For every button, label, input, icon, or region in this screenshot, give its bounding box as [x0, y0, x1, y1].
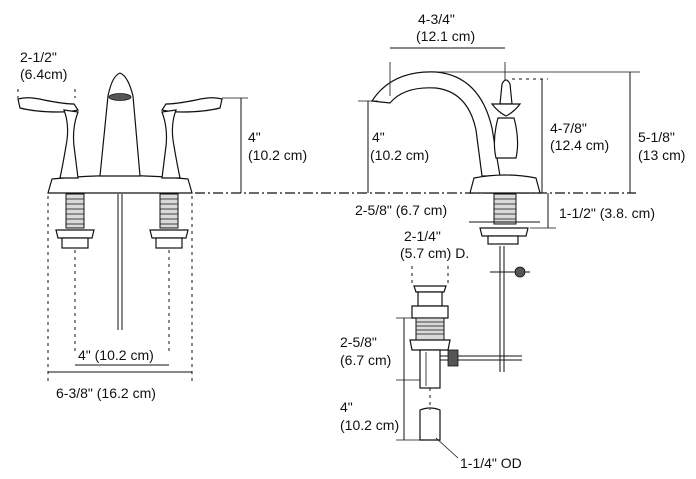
- front-left-handle: [17, 97, 79, 179]
- front-right-handle: [161, 97, 223, 179]
- front-left-shank: [55, 193, 95, 249]
- front-height-in: 4": [248, 129, 261, 145]
- shank-spacing-label: 2-5/8" (6.7 cm): [355, 202, 447, 218]
- side-view: [358, 47, 640, 459]
- handle-length-in: 2-1/2": [20, 49, 57, 65]
- handle-height-in: 4-7/8": [550, 120, 587, 136]
- front-right-shank: [149, 193, 189, 249]
- side-base: [469, 174, 541, 194]
- drain-dia-cm: (5.7 cm) D.: [400, 245, 469, 261]
- drain-dia-in: 2-1/4": [404, 228, 441, 244]
- side-handle: [490, 79, 522, 159]
- handle-length-cm: (6.4cm): [20, 66, 67, 82]
- drain-assembly: [409, 285, 451, 441]
- handle-height-cm: (12.4 cm): [550, 137, 609, 153]
- front-spout: [99, 72, 141, 177]
- spout-clearance-in: 4": [372, 129, 385, 145]
- front-aerator: [108, 93, 132, 101]
- overall-height-cm: (13 cm): [638, 147, 685, 163]
- spout-reach-in: 4-3/4": [418, 11, 455, 27]
- overall-width-label: 6-3/8" (16.2 cm): [56, 385, 156, 401]
- spout-reach-cm: (12.1 cm): [416, 28, 475, 44]
- drain-body-in: 2-5/8": [340, 334, 377, 350]
- tailpiece-in: 4": [340, 399, 353, 415]
- tailpiece-cm: (10.2 cm): [340, 417, 399, 433]
- side-shank: [479, 193, 529, 245]
- tailpiece-od-label: 1-1/4" OD: [460, 455, 522, 471]
- shank-length-label: 1-1/2" (3.8. cm): [559, 205, 655, 221]
- front-view: [17, 72, 248, 382]
- drain-body-cm: (6.7 cm): [340, 352, 391, 368]
- spout-clearance-cm: (10.2 cm): [370, 147, 429, 163]
- center-spacing-label: 4" (10.2 cm): [78, 347, 154, 363]
- overall-height-in: 5-1/8": [638, 129, 675, 145]
- front-height-cm: (10.2 cm): [248, 147, 307, 163]
